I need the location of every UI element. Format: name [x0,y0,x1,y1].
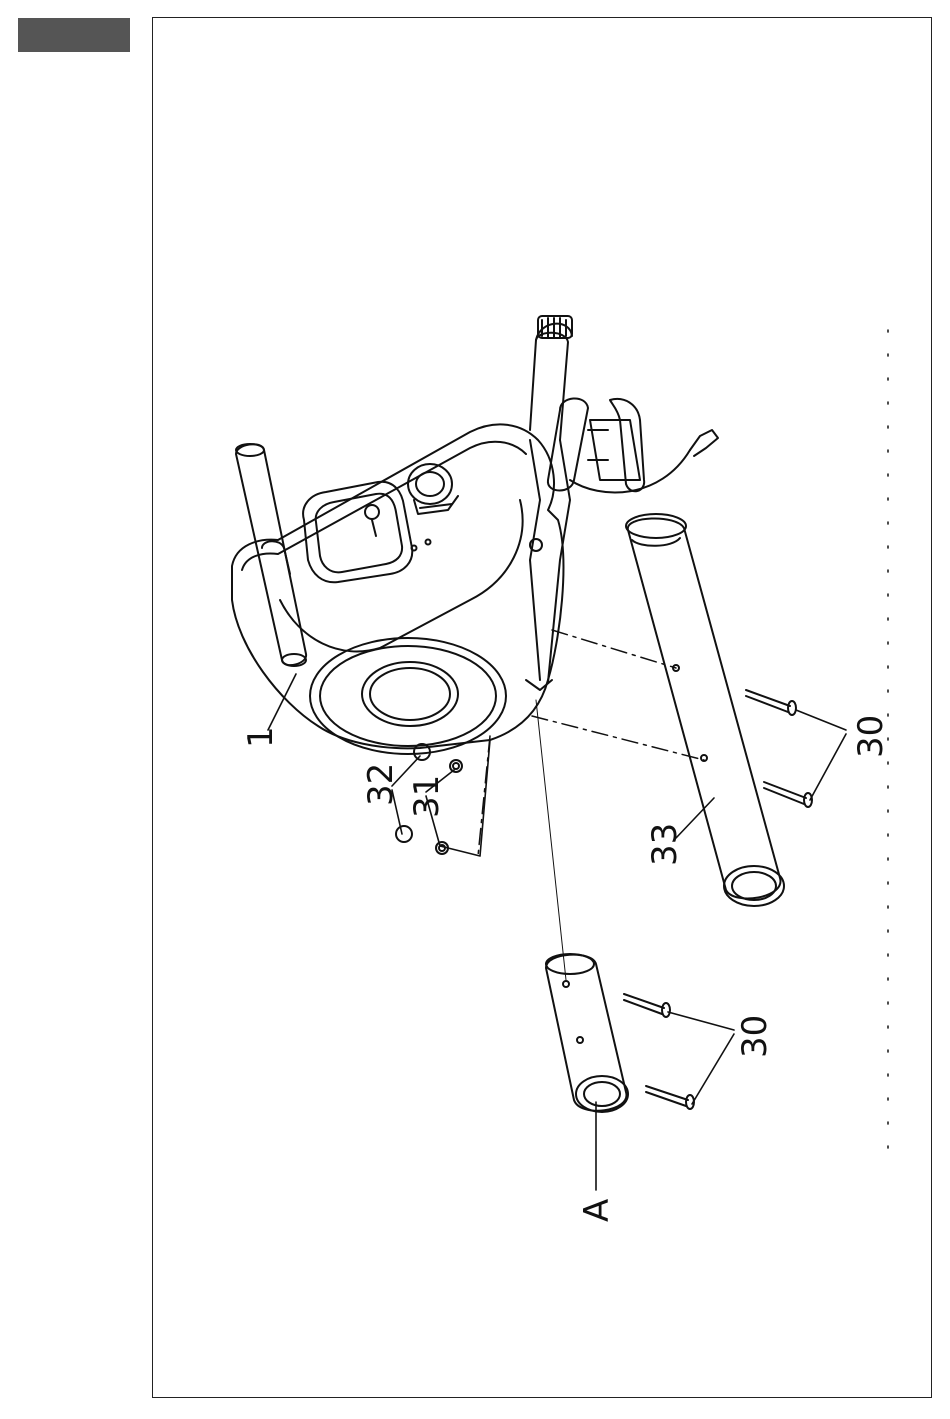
label-part-1: 1 [241,726,281,748]
label-part-a: A [577,1199,617,1222]
leader-lines [268,674,846,1190]
label-part-30-upper: 30 [851,715,891,758]
handlebar-post-drawing [236,444,306,666]
rear-frame-drawing [526,316,718,690]
label-part-31: 31 [407,775,447,818]
bolt-set-lower [624,994,694,1109]
main-frame-drawing [232,424,563,754]
front-stabilizer-drawing [546,954,628,1112]
label-part-30-lower: 30 [735,1015,775,1058]
label-part-32: 32 [361,763,401,806]
label-part-33: 33 [645,823,685,866]
